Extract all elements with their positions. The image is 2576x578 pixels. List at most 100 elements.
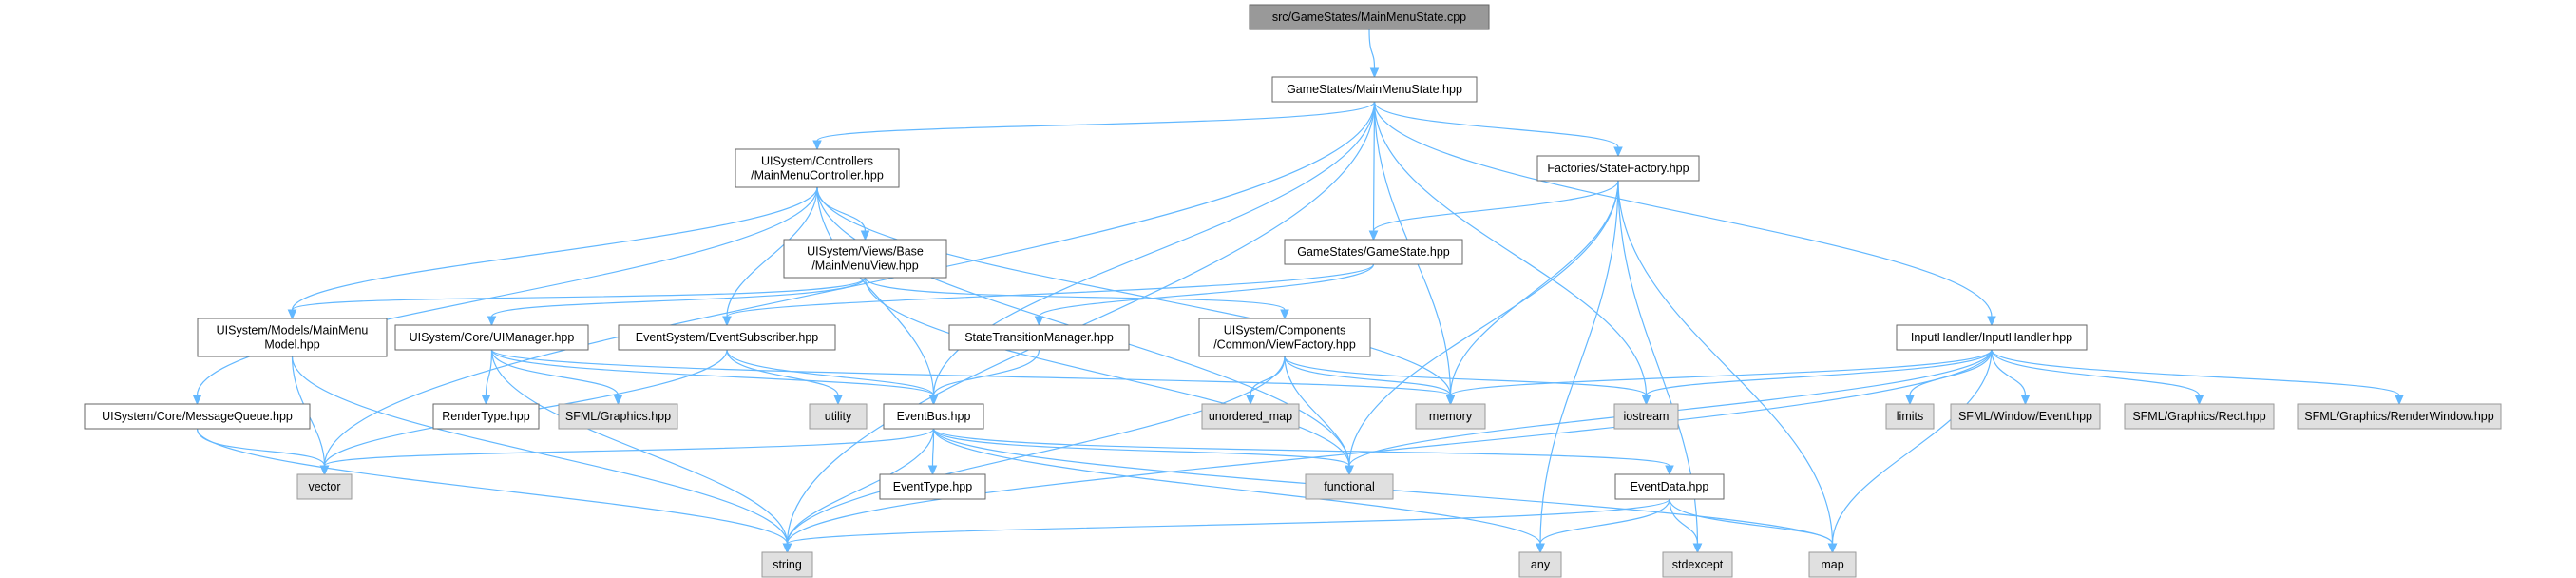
edge-arrowhead [782, 543, 792, 554]
edge-line [786, 349, 1993, 545]
node-label: /MainMenuController.hpp [751, 169, 884, 183]
node-box [197, 318, 388, 357]
node-sf-hpp[interactable]: Factories/StateFactory.hpp [1536, 155, 1700, 182]
node-functional: functional [1305, 473, 1394, 500]
node-uim-hpp[interactable]: UISystem/Core/UIManager.hpp [394, 324, 589, 351]
edge-arrowhead [319, 465, 330, 476]
edge-line [1645, 349, 1993, 396]
node-label: /MainMenuView.hpp [811, 260, 918, 273]
node-mmc-hpp[interactable]: UISystem/Controllers/MainMenuController.… [735, 148, 900, 188]
edge-line [291, 356, 789, 545]
node-main-cpp: src/GameStates/MainMenuState.cpp [1249, 4, 1490, 30]
edge-arrowhead [1368, 230, 1379, 241]
edge-line [1373, 101, 1993, 318]
edge-vf_hpp-to-string [782, 356, 1286, 554]
node-stm-hpp[interactable]: StateTransitionManager.hpp [948, 324, 1130, 351]
edge-line [490, 349, 1452, 396]
edge-line [1284, 356, 1648, 396]
node-box [735, 148, 900, 188]
node-es-hpp[interactable]: EventSystem/EventSubscriber.hpp [618, 324, 836, 351]
edge-mmc_hpp-to-mmm_hpp [287, 186, 818, 320]
edge-ed_hpp-to-any [1536, 498, 1670, 554]
node-label: UISystem/Views/Base [807, 245, 924, 259]
node-label: Model.hpp [264, 338, 319, 352]
edges-layer [192, 29, 2404, 554]
node-ih-hpp[interactable]: InputHandler/InputHandler.hpp [1896, 324, 2088, 351]
edge-eb_hpp-to-any [932, 428, 1545, 554]
edge-uim_hpp-to-memory [490, 349, 1456, 406]
edge-main_cpp-to-mms_hpp [1368, 29, 1380, 79]
node-vf-hpp[interactable]: UISystem/Components/Common/ViewFactory.h… [1198, 318, 1371, 357]
node-label: string [773, 558, 802, 571]
node-rt-hpp[interactable]: RenderType.hpp [432, 403, 540, 430]
edge-line [726, 186, 818, 318]
node-box [948, 324, 1130, 351]
edge-arrowhead [928, 395, 939, 406]
edge-es_hpp-to-utility [726, 349, 843, 406]
edge-line [485, 349, 493, 396]
edge-arrowhead [1536, 543, 1545, 554]
edge-arrowhead [1827, 543, 1838, 554]
node-label: SFML/Graphics.hpp [565, 410, 671, 423]
node-iostream: iostream [1613, 403, 1679, 430]
node-box [2297, 403, 2502, 430]
node-limits: limits [1885, 403, 1935, 430]
node-box [1271, 76, 1478, 103]
edge-arrowhead [287, 309, 297, 320]
edge-line [490, 349, 789, 545]
node-utility: utility [809, 403, 868, 430]
edge-arrowhead [1613, 146, 1623, 158]
node-box [1305, 473, 1394, 500]
node-mq-hpp[interactable]: UISystem/Core/MessageQueue.hpp [84, 403, 311, 430]
edge-line [1617, 180, 1834, 545]
node-box [1950, 403, 2101, 430]
edge-line [931, 428, 935, 467]
edge-arrowhead [860, 230, 870, 241]
node-mms-hpp[interactable]: GameStates/MainMenuState.hpp [1271, 76, 1478, 103]
edge-es_hpp-to-eb_hpp [726, 349, 939, 406]
edge-line [864, 277, 1350, 467]
node-label: RenderType.hpp [442, 410, 529, 423]
edge-uim_hpp-to-string [490, 349, 792, 554]
edge-line [932, 349, 1040, 396]
edge-line [726, 263, 1375, 318]
node-eb-hpp[interactable]: EventBus.hpp [883, 403, 984, 430]
node-box [1662, 551, 1733, 578]
node-box [394, 324, 589, 351]
node-label: UISystem/Controllers [761, 155, 873, 168]
edge-mq_hpp-to-vector [196, 428, 330, 476]
node-memory: memory [1415, 403, 1486, 430]
edge-line [1368, 29, 1376, 69]
edge-ed_hpp-to-stdexcept [1669, 498, 1703, 554]
node-label: SFML/Graphics/RenderWindow.hpp [2304, 410, 2493, 423]
nodes-layer: src/GameStates/MainMenuState.cppGameStat… [84, 4, 2502, 578]
node-label: utility [825, 410, 852, 423]
node-box [618, 324, 836, 351]
node-box [432, 403, 540, 430]
node-et-hpp[interactable]: EventType.hpp [879, 473, 986, 500]
edge-arrowhead [2194, 395, 2204, 406]
node-box [1885, 403, 1935, 430]
edge-line [1038, 263, 1375, 318]
node-box [1198, 318, 1371, 357]
edge-mms_hpp-to-ih_hpp [1373, 101, 1996, 327]
node-label: functional [1324, 480, 1375, 493]
edge-gs_hpp-to-es_hpp [722, 263, 1375, 327]
node-box [883, 403, 984, 430]
edge-line [1449, 349, 1993, 396]
node-gs-hpp[interactable]: GameStates/GameState.hpp [1284, 239, 1463, 265]
edge-line [1539, 180, 1619, 545]
node-box [1536, 155, 1700, 182]
node-ed-hpp[interactable]: EventData.hpp [1614, 473, 1725, 500]
node-box [84, 403, 311, 430]
node-label: EventSystem/EventSubscriber.hpp [636, 331, 819, 344]
edge-line [323, 428, 935, 467]
node-map: map [1808, 551, 1857, 578]
edge-arrowhead [1246, 395, 1255, 406]
node-label: UISystem/Core/UIManager.hpp [410, 331, 575, 344]
edge-mmv_hpp-to-uim_hpp [487, 277, 867, 327]
node-mmv-hpp[interactable]: UISystem/Views/Base/MainMenuView.hpp [783, 239, 947, 279]
edge-arrowhead [1345, 465, 1354, 476]
